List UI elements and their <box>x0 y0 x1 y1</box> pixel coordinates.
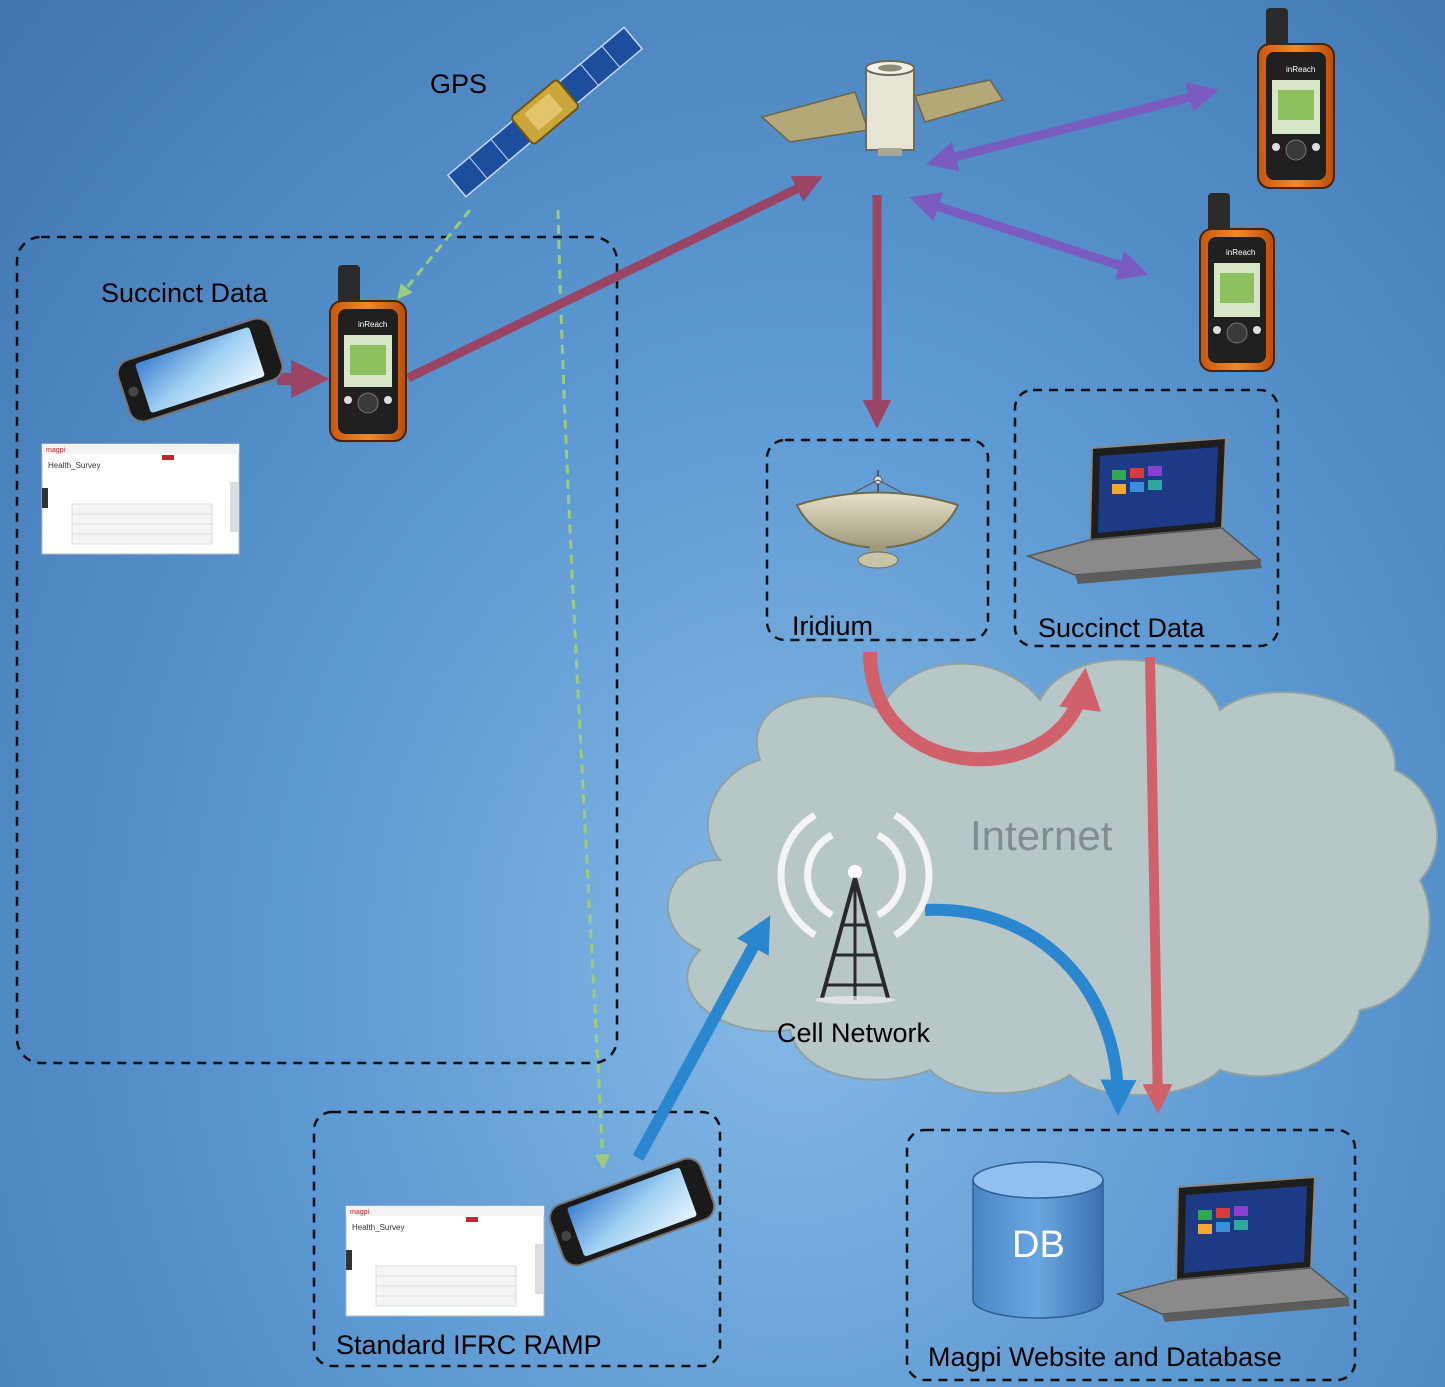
smartphone-ramp <box>548 1157 716 1267</box>
database-icon <box>972 1161 1104 1319</box>
iridium-label: Iridium <box>792 611 873 641</box>
gps-signal-arrow-to-inreach <box>397 209 472 300</box>
laptop-icon-succinct <box>1025 436 1262 584</box>
satellite-dish-icon <box>795 470 960 569</box>
inreach-device-field: inReach <box>329 265 407 442</box>
iridium-satellite-icon <box>760 60 1005 156</box>
svg-text:Health_Survey: Health_Survey <box>352 1223 404 1232</box>
satellite-inreach-two-way-arrow-2 <box>909 192 1149 280</box>
succinct-to-magpi-arrow <box>1142 656 1173 1114</box>
magpi-group <box>905 1128 1357 1382</box>
survey-screenshot-field: magpi Health_Survey <box>41 443 240 555</box>
cell-to-magpi-arrow <box>924 903 1137 1116</box>
svg-text:inReach: inReach <box>1226 248 1255 257</box>
succinct-data-field-group <box>15 235 619 1065</box>
inreach-device-remote-1: inReach <box>1257 8 1335 189</box>
cell-tower-icon <box>777 812 933 1004</box>
standard-ramp-label: Standard IFRC RAMP <box>336 1330 602 1360</box>
svg-text:inReach: inReach <box>1286 65 1315 74</box>
succinct-data-label-left: Succinct Data <box>101 278 269 308</box>
internet-label: Internet <box>970 812 1113 859</box>
inreach-to-satellite-arrow <box>406 175 823 383</box>
magpi-label: Magpi Website and Database <box>928 1342 1282 1372</box>
standard-ramp-group <box>312 1110 722 1368</box>
db-label: DB <box>1012 1224 1065 1266</box>
inreach-device-remote-2: inReach <box>1199 193 1275 372</box>
survey-screenshot-ramp: magpi Health_Survey <box>345 1205 545 1317</box>
succinct-data-server-group <box>1013 388 1280 648</box>
laptop-icon-magpi <box>1115 1175 1350 1322</box>
cell-network-label: Cell Network <box>777 1018 931 1048</box>
gps-label: GPS <box>430 69 487 99</box>
smartphone-field <box>116 317 284 423</box>
satellite-inreach-two-way-arrow-1 <box>926 82 1219 172</box>
iridium-group <box>765 438 990 642</box>
gps-signal-arrow-to-phone <box>556 209 610 1170</box>
iridium-to-succinct-arrow <box>863 651 1102 767</box>
svg-text:magpi: magpi <box>46 447 66 454</box>
gps-satellite-icon <box>446 26 644 198</box>
svg-text:Health_Survey: Health_Survey <box>48 461 100 470</box>
succinct-data-label-right: Succinct Data <box>1038 613 1206 643</box>
phone-to-cell-arrow <box>632 915 771 1161</box>
svg-text:magpi: magpi <box>350 1209 370 1216</box>
svg-text:inReach: inReach <box>358 320 387 329</box>
